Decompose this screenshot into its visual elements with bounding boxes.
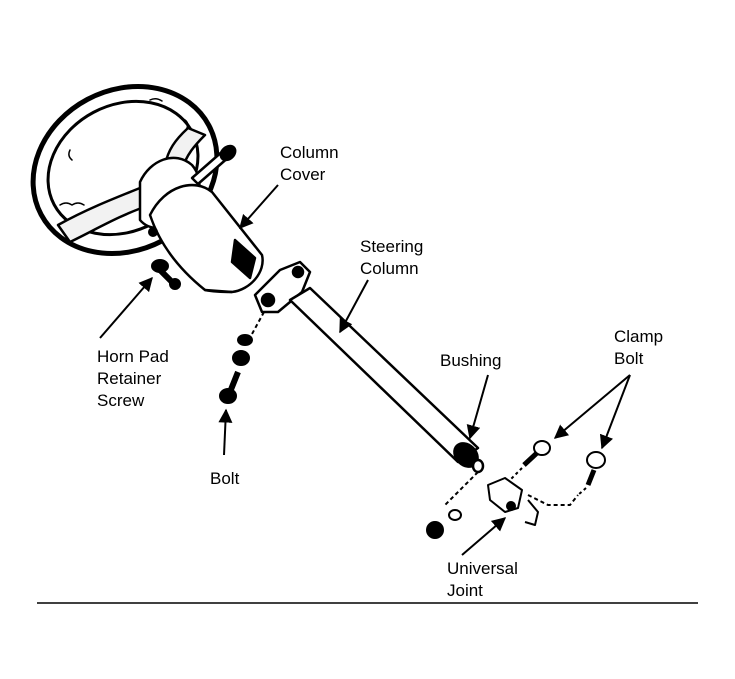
- arrow-steering-column: [339, 279, 369, 334]
- label-steering-column: Steering Column: [360, 237, 428, 278]
- screw-tip: [169, 278, 181, 290]
- washer-upper: [237, 334, 253, 346]
- clamp-bolt-right-shank: [585, 469, 597, 486]
- clamp-bolt-left-shank: [522, 450, 540, 467]
- shaft-body: [288, 286, 480, 464]
- arrow-bushing: [466, 374, 489, 440]
- ujoint-washer: [448, 509, 462, 521]
- clamp-bolt-right-head: [586, 451, 606, 469]
- labels: Column Cover Steering Column Horn Pad Re…: [97, 143, 668, 600]
- bolt-head: [219, 388, 237, 404]
- lever-knob: [219, 144, 237, 162]
- arrow-clamp-bolt-left: [553, 374, 631, 439]
- clamp-hole-left: [260, 292, 276, 308]
- column-cover-part: [148, 183, 264, 294]
- label-column-cover: Column Cover: [280, 143, 343, 184]
- label-bushing: Bushing: [440, 351, 501, 370]
- clamp-bolt-left-centerline: [509, 467, 523, 481]
- ujoint-nut: [426, 521, 444, 539]
- leader-arrows: [99, 184, 631, 556]
- horn-pad-retainer-screw-part: [148, 227, 181, 290]
- column-clamp: [253, 260, 312, 314]
- shaft-end: [471, 458, 485, 474]
- bolt-assembly: [219, 311, 265, 404]
- ujoint-yoke: [524, 499, 539, 526]
- label-horn-pad-retainer-screw: Horn Pad Retainer Screw: [97, 347, 174, 410]
- clamp-hole-right: [291, 265, 305, 279]
- column-cover-edge: [204, 288, 233, 294]
- turn-signal-lever: [190, 144, 237, 186]
- arrow-universal-joint: [461, 517, 507, 556]
- clamp-bolt-left-head: [533, 440, 551, 456]
- wheel-rim-texture: [59, 97, 189, 206]
- clamp-bolt-right-centerline: [577, 487, 587, 496]
- column-cover-shade: [230, 238, 257, 280]
- ujoint-centerline: [444, 471, 479, 506]
- nut: [232, 350, 250, 366]
- arrow-bolt: [218, 408, 233, 456]
- ujoint-dashed-link: [527, 494, 579, 506]
- universal-joint-assembly: [426, 440, 606, 539]
- arrow-clamp-bolt-right: [599, 374, 631, 450]
- arrow-horn-pad-screw: [99, 276, 153, 339]
- ujoint-body: [487, 477, 523, 513]
- steering-column-shaft: [288, 286, 485, 474]
- label-clamp-bolt: Clamp Bolt: [614, 327, 668, 368]
- hub-screw: [148, 227, 158, 237]
- screw-body: [157, 267, 175, 285]
- label-universal-joint: Universal Joint: [447, 559, 523, 600]
- arrow-column-cover: [239, 184, 279, 230]
- ujoint-hole: [506, 501, 516, 511]
- label-bolt: Bolt: [210, 469, 240, 488]
